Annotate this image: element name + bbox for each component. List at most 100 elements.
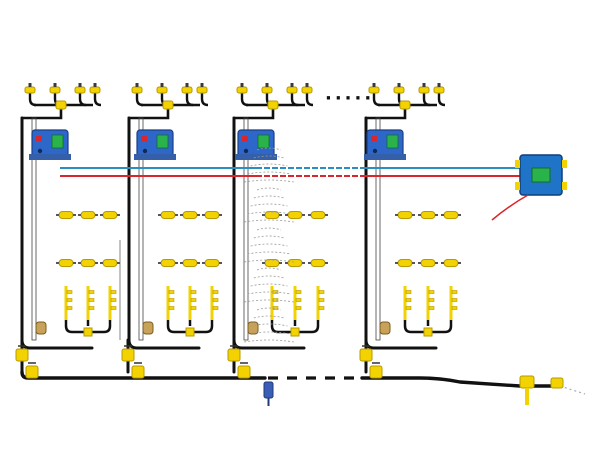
rack-nozzle <box>295 306 302 310</box>
blue-valve-body <box>263 381 274 399</box>
spray-arc <box>256 147 282 151</box>
nozzle-icon <box>418 259 438 267</box>
spray-rack-1 <box>64 286 117 337</box>
controller-box-icon <box>235 129 277 160</box>
controller-screen <box>51 134 64 149</box>
controller-base <box>364 154 406 160</box>
nozzle-body <box>393 86 405 94</box>
rack-nozzle <box>428 290 435 294</box>
nozzle-tip <box>437 83 441 87</box>
nozzle-tip-left <box>418 214 421 216</box>
nozzle-tip-left <box>202 214 205 216</box>
manifold-branch <box>372 92 381 107</box>
nozzle-tip <box>240 83 244 87</box>
nozzle-tip-left <box>395 262 398 264</box>
nozzle-tip-right <box>435 214 438 216</box>
nozzle-body <box>236 86 248 94</box>
valve-icon <box>359 345 373 362</box>
manifold-tee <box>162 100 174 110</box>
nozzle-icon <box>180 211 200 219</box>
nozzle-body <box>443 211 459 219</box>
manifold-feed <box>127 105 170 130</box>
nozzle-icon <box>285 259 305 267</box>
nozzle-tip-left <box>180 214 183 216</box>
rack-nozzle <box>168 290 175 294</box>
nozzle-icon <box>56 211 76 219</box>
nozzle-body <box>182 211 198 219</box>
junction-gland-left-2 <box>515 182 520 190</box>
nozzle-tip-left <box>441 214 444 216</box>
valve-body <box>15 348 29 362</box>
inlet-coupler <box>550 377 564 389</box>
nozzle-tip-left <box>418 262 421 264</box>
inlet-valve <box>519 375 535 389</box>
valve-body <box>359 348 373 362</box>
rack-nozzle <box>212 298 219 302</box>
nozzle-icon <box>441 211 461 219</box>
rack-nozzle <box>295 290 302 294</box>
valve-body <box>25 365 39 379</box>
filter-icon <box>142 321 154 335</box>
controller-base <box>29 154 71 160</box>
spray-arc <box>247 331 291 335</box>
nozzle-icon <box>262 259 282 267</box>
controller-knob <box>142 148 148 154</box>
spray-arc <box>253 315 285 319</box>
spray-arc <box>250 283 288 287</box>
valve-body <box>369 365 383 379</box>
nozzle-icon <box>286 83 298 94</box>
filter-body <box>35 321 47 335</box>
rack-nozzle <box>66 306 73 310</box>
nozzle-body <box>418 86 430 94</box>
nozzle-icon <box>393 83 405 94</box>
nozzle-tip-right <box>435 262 438 264</box>
nozzle-tip <box>78 83 82 87</box>
controller-indicator <box>371 136 377 141</box>
nozzle-body <box>102 259 118 267</box>
nozzle-body <box>310 259 326 267</box>
top-manifold-2 <box>127 92 209 130</box>
filter-icon <box>35 321 47 335</box>
valve-icon <box>369 362 383 379</box>
manifold-branch <box>93 92 102 107</box>
spray-arc <box>256 227 282 231</box>
top-manifold-1 <box>20 92 102 130</box>
nozzle-icon <box>202 211 222 219</box>
nozzle-tip-right <box>197 262 200 264</box>
controller-knob <box>243 148 249 154</box>
nozzle-body <box>204 211 220 219</box>
valve-body <box>237 365 251 379</box>
nozzle-tip-left <box>285 214 288 216</box>
rack-nozzle <box>168 306 175 310</box>
valve-body <box>131 365 145 379</box>
nozzle-tip-right <box>325 214 328 216</box>
rack-nozzle <box>168 298 175 302</box>
nozzle-icon <box>74 83 86 94</box>
nozzle-icon <box>158 211 178 219</box>
nozzle-tip <box>185 83 189 87</box>
nozzle-tip-right <box>458 214 461 216</box>
nozzle-body <box>80 259 96 267</box>
nozzle-body <box>443 259 459 267</box>
rack-nozzle <box>405 290 412 294</box>
spray-arc <box>247 251 291 255</box>
manifold-tee <box>399 100 411 110</box>
rack-nozzle <box>405 298 412 302</box>
nozzle-icon <box>49 83 61 94</box>
nozzle-tip-left <box>285 262 288 264</box>
nozzle-tip-left <box>158 262 161 264</box>
nozzle-body <box>420 211 436 219</box>
rack-tee <box>290 327 300 337</box>
rack-nozzle <box>110 298 117 302</box>
junction-gland-left <box>515 160 520 168</box>
rack-nozzle <box>66 290 73 294</box>
nozzle-tip-right <box>95 214 98 216</box>
controller-box-icon <box>364 129 406 160</box>
manifold-tee <box>55 100 67 110</box>
nozzle-tip <box>265 83 269 87</box>
rack-nozzle <box>451 298 458 302</box>
nozzle-icon <box>156 83 168 94</box>
nozzle-tip <box>200 83 204 87</box>
nozzle-icon <box>100 211 120 219</box>
